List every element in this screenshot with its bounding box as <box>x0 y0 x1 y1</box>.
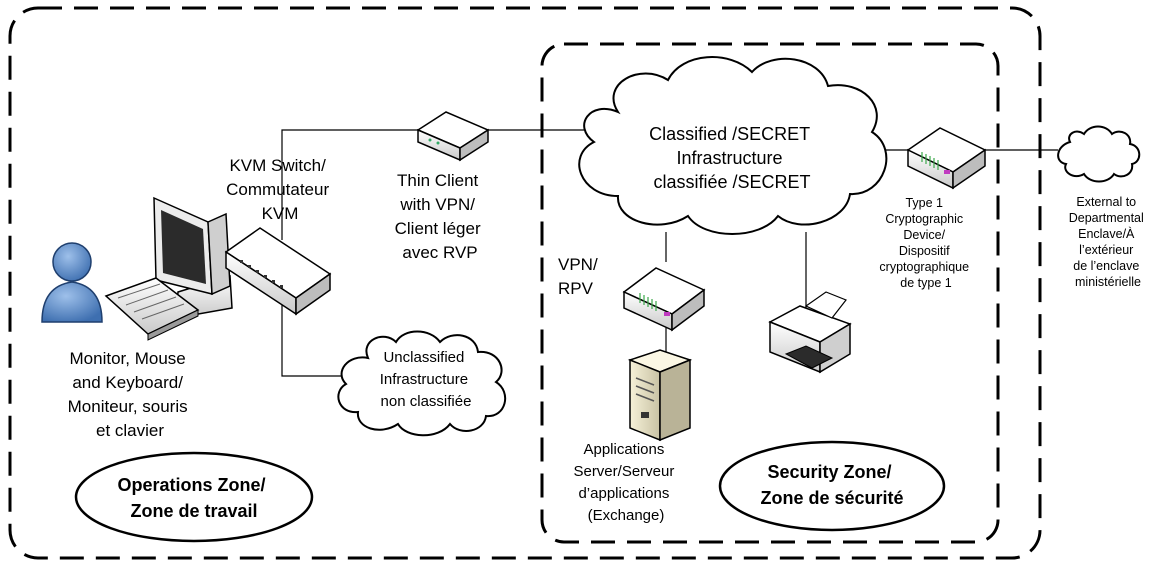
kvm-switch-label: KVM Switch/ Commutateur KVM <box>226 156 334 223</box>
printer-icon <box>768 291 852 374</box>
operations-zone-label: Operations Zone/ Zone de travail <box>74 451 314 543</box>
operations-zone-border <box>8 6 1042 560</box>
security-zone-label: Security Zone/ Zone de sécurité <box>718 440 946 532</box>
user-icon <box>41 242 103 323</box>
classified-cloud <box>578 56 888 235</box>
vpn-label: VPN/ RPV <box>558 255 602 298</box>
external-cloud <box>1057 125 1141 183</box>
cloud-icon <box>578 56 888 235</box>
server-label: Applications Server/Serveur d’applicatio… <box>573 441 678 524</box>
crypto-device-icon <box>906 127 987 190</box>
external-label: External to Departmental Enclave/À l’ext… <box>1069 195 1148 289</box>
workstation-label: Monitor, Mouse and Keyboard/ Moniteur, s… <box>68 349 193 440</box>
thin-client-label: Thin Client with VPN/ Client léger avec … <box>395 171 486 262</box>
keyboard-icon <box>104 277 200 341</box>
unclassified-cloud-label: Unclassified Infrastructure non classifi… <box>380 349 473 410</box>
cloud-icon <box>337 330 506 437</box>
vpn-device-icon <box>622 267 706 332</box>
svg-text:Security Zone/ Zone de s: Security Zone/ Zone de sécurité <box>760 462 903 508</box>
network-switch-icon <box>224 227 332 316</box>
crypto-device-label: Type 1 Cryptographic Device/ Dispositif … <box>879 196 972 290</box>
router-icon <box>416 111 490 162</box>
server-tower-icon <box>627 349 693 442</box>
classified-cloud-label: Classified /SECRET Infrastructure classi… <box>649 124 815 192</box>
cloud-icon <box>1057 125 1141 183</box>
svg-text:Operations Zone/ Zone de: Operations Zone/ Zone de travail <box>117 475 270 521</box>
unclassified-cloud <box>337 330 506 437</box>
